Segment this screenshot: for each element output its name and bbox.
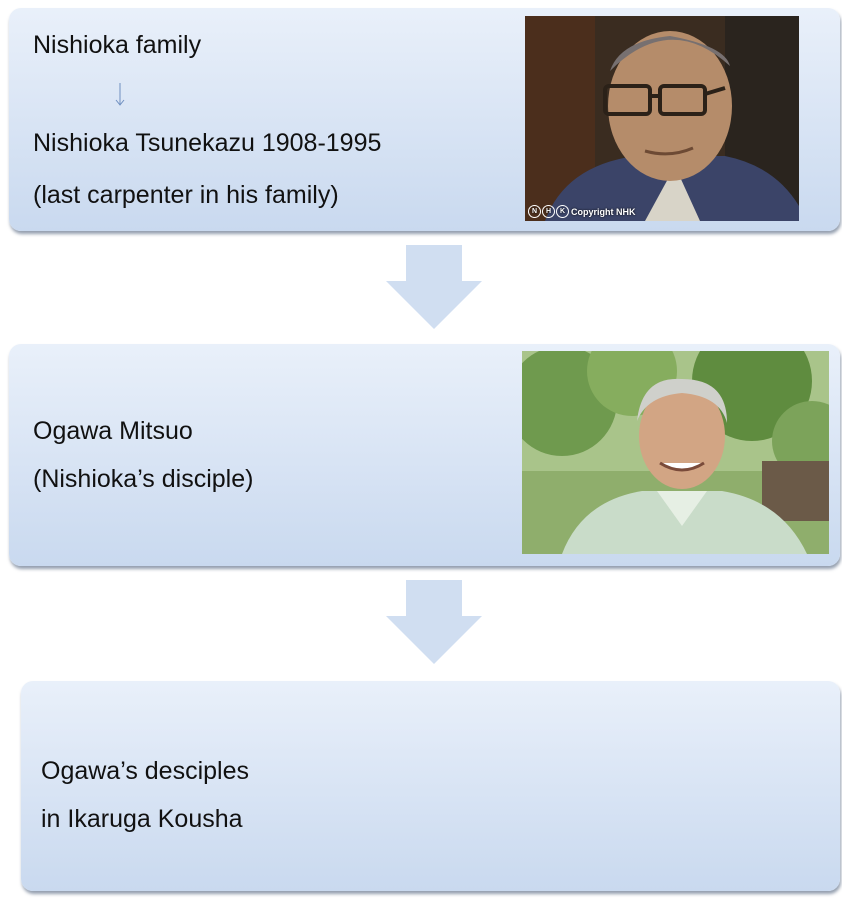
nishioka-disciple-label: (Nishioka’s disciple) (33, 465, 254, 493)
small-down-arrow-icon (115, 83, 125, 106)
nishioka-tsunekazu-label: Nishioka Tsunekazu 1908-1995 (33, 129, 382, 157)
down-arrow-icon (386, 245, 482, 329)
last-carpenter-label: (last carpenter in his family) (33, 181, 339, 209)
box-ogawa-disciples (21, 681, 840, 891)
ogawa-mitsuo-label: Ogawa Mitsuo (33, 417, 193, 445)
down-arrow-icon (386, 580, 482, 664)
ogawa-photo (522, 351, 829, 554)
ikaruga-kousha-label: in Ikaruga Kousha (41, 805, 243, 833)
ogawa-desciples-label: Ogawa’s desciples (41, 757, 249, 785)
nishioka-family-label: Nishioka family (33, 31, 202, 59)
